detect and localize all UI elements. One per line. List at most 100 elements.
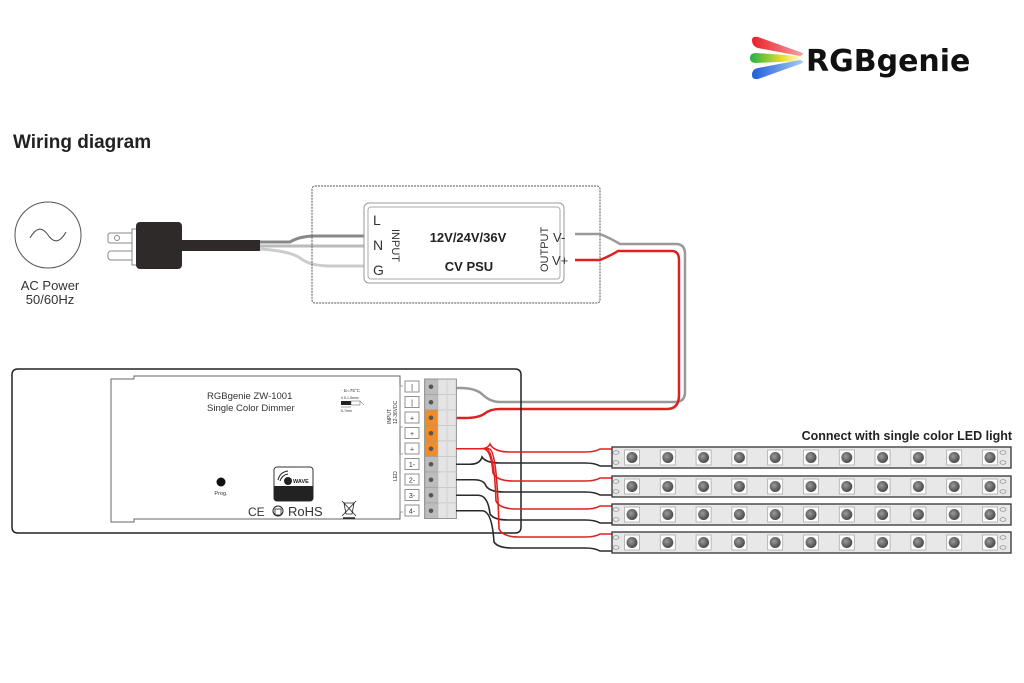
ce-mark: CE bbox=[248, 505, 265, 519]
led-chip bbox=[624, 506, 640, 523]
led-chip bbox=[982, 534, 998, 551]
terminal-label-text: 1- bbox=[409, 462, 416, 469]
led-chip bbox=[982, 506, 998, 523]
led-wires bbox=[456, 442, 612, 552]
solder-pad bbox=[999, 489, 1007, 494]
plug-body bbox=[136, 222, 182, 269]
led-chip bbox=[731, 478, 748, 495]
psu-input-label: INPUT bbox=[389, 229, 401, 262]
led-chip bbox=[803, 534, 819, 551]
led-chip bbox=[803, 506, 819, 523]
terminal-screw bbox=[428, 477, 434, 483]
solder-pad bbox=[999, 535, 1007, 540]
led-chip bbox=[731, 449, 748, 466]
terminal-label-text: + bbox=[410, 447, 414, 454]
terminal-label-text: 4- bbox=[409, 509, 416, 516]
led-positive-wire bbox=[456, 447, 612, 538]
terminal-labels: | | + + +1- 2- 3- 4- bbox=[404, 380, 420, 517]
psu-input-pins: L N G bbox=[373, 212, 384, 278]
terminal-label-5: 1- bbox=[404, 458, 420, 470]
psu-voltage: 12V/24V/36V bbox=[430, 230, 507, 245]
solder-pad bbox=[612, 450, 620, 455]
psu-pin-n: N bbox=[373, 237, 383, 253]
led-negative-wire bbox=[456, 478, 612, 496]
led-chip bbox=[946, 534, 963, 551]
led-negative-wire bbox=[456, 494, 612, 524]
terminal-label-4: + bbox=[404, 442, 420, 455]
prog-button[interactable] bbox=[216, 477, 226, 487]
ac-power-label: AC Power bbox=[21, 278, 80, 293]
wire-gauge: 0.5-1.5mm² bbox=[341, 396, 360, 400]
solder-pad bbox=[999, 460, 1007, 465]
led-chip bbox=[767, 506, 784, 523]
led-chip bbox=[838, 478, 855, 495]
brand-name: RGBgenie bbox=[806, 44, 970, 79]
strip-length: 6-7mm bbox=[341, 409, 352, 413]
led-chip bbox=[874, 506, 891, 523]
led-chip bbox=[624, 478, 640, 495]
psu-pin-g: G bbox=[373, 262, 384, 278]
led-chip bbox=[695, 534, 712, 551]
terminal-screw bbox=[428, 461, 434, 467]
terminal-label-8: 4- bbox=[404, 504, 420, 517]
terminal-label-0: | bbox=[404, 380, 420, 393]
led-chip bbox=[946, 449, 963, 466]
zwave-text: WAVE bbox=[293, 479, 309, 485]
psu-pin-vminus: V- bbox=[553, 230, 565, 245]
led-chip bbox=[946, 506, 963, 523]
led-chip bbox=[910, 534, 927, 551]
input-group-label: INPUT bbox=[387, 409, 393, 424]
terminal-label-text: + bbox=[410, 416, 414, 423]
solder-pad bbox=[612, 545, 620, 550]
terminal-label-7: 3- bbox=[404, 489, 420, 501]
led-chip bbox=[624, 534, 640, 551]
led-chip bbox=[874, 534, 891, 551]
led-chip bbox=[803, 449, 819, 466]
led-chip bbox=[946, 478, 963, 495]
solder-pad bbox=[612, 535, 620, 540]
page-title: Wiring diagram bbox=[13, 132, 151, 153]
terminal-block bbox=[424, 378, 457, 519]
led-strip-4 bbox=[611, 531, 1012, 554]
led-positive-wire bbox=[456, 442, 612, 453]
led-chip bbox=[767, 449, 784, 466]
input-voltage-label: 12-36VDC bbox=[393, 400, 399, 424]
led-chip bbox=[659, 506, 676, 523]
ac-power-source: AC Power 50/60Hz bbox=[14, 201, 82, 307]
led-chip bbox=[731, 534, 748, 551]
power-cord bbox=[180, 240, 260, 251]
solder-pad bbox=[612, 517, 620, 522]
terminal-slot-4 bbox=[424, 440, 457, 457]
led-chip bbox=[695, 478, 712, 495]
terminal-screw bbox=[428, 384, 434, 390]
led-chip bbox=[624, 449, 640, 466]
terminal-label-6: 2- bbox=[404, 473, 420, 486]
terminal-label-text: + bbox=[410, 431, 414, 438]
psu-output-wires bbox=[456, 232, 687, 420]
terminal-label-text: 3- bbox=[409, 493, 416, 500]
psu-enclosure bbox=[311, 185, 601, 304]
terminal-label-text: | bbox=[411, 400, 413, 407]
led-chip bbox=[874, 478, 891, 495]
led-chip bbox=[659, 449, 676, 466]
brand-logo: RGBgenie bbox=[750, 36, 970, 80]
led-chip bbox=[982, 478, 998, 495]
rohs-mark: RoHS bbox=[288, 504, 323, 519]
prog-label: Prog. bbox=[214, 491, 228, 497]
led-chip bbox=[731, 506, 748, 523]
terminal-label-2: + bbox=[404, 411, 420, 424]
weee-bin-icon bbox=[341, 500, 357, 519]
led-chip bbox=[803, 478, 819, 495]
led-chip bbox=[838, 534, 855, 551]
led-chip bbox=[838, 506, 855, 523]
ac-input-wires bbox=[259, 234, 366, 268]
solder-pad bbox=[612, 460, 620, 465]
dimmer-label-panel bbox=[110, 375, 401, 523]
terminal-screw bbox=[428, 508, 434, 514]
terminal-slot-5 bbox=[424, 456, 457, 473]
led-chip bbox=[910, 506, 927, 523]
terminal-screw bbox=[428, 446, 434, 452]
dimmer-description: Single Color Dimmer bbox=[207, 403, 295, 414]
led-chip bbox=[659, 534, 676, 551]
